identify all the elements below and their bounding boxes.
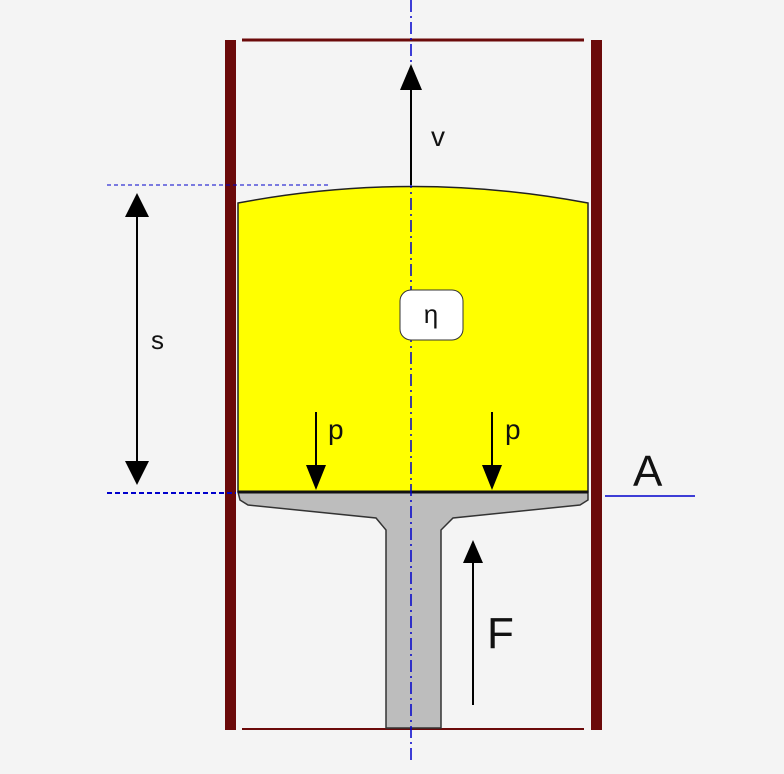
viscosity-label: η [424,299,438,329]
area-label: A [633,447,663,496]
force-label: F [487,609,514,658]
viscosity-box [399,289,464,341]
piston [237,491,589,729]
stroke-arrowhead-bottom [125,461,149,485]
force-arrowhead [463,540,483,563]
velocity-arrowhead [400,64,422,90]
pressure-arrow-left-head [306,465,326,490]
stroke-label: s [151,325,164,355]
pressure-arrow-right-head [482,465,502,490]
stroke-arrowhead-top [125,193,149,217]
cylinder-wall-left [225,40,236,730]
velocity-label: v [431,121,445,152]
cylinder-wall-right [591,40,602,730]
pressure-label-left: p [328,414,344,445]
pressure-label-right: p [505,414,521,445]
